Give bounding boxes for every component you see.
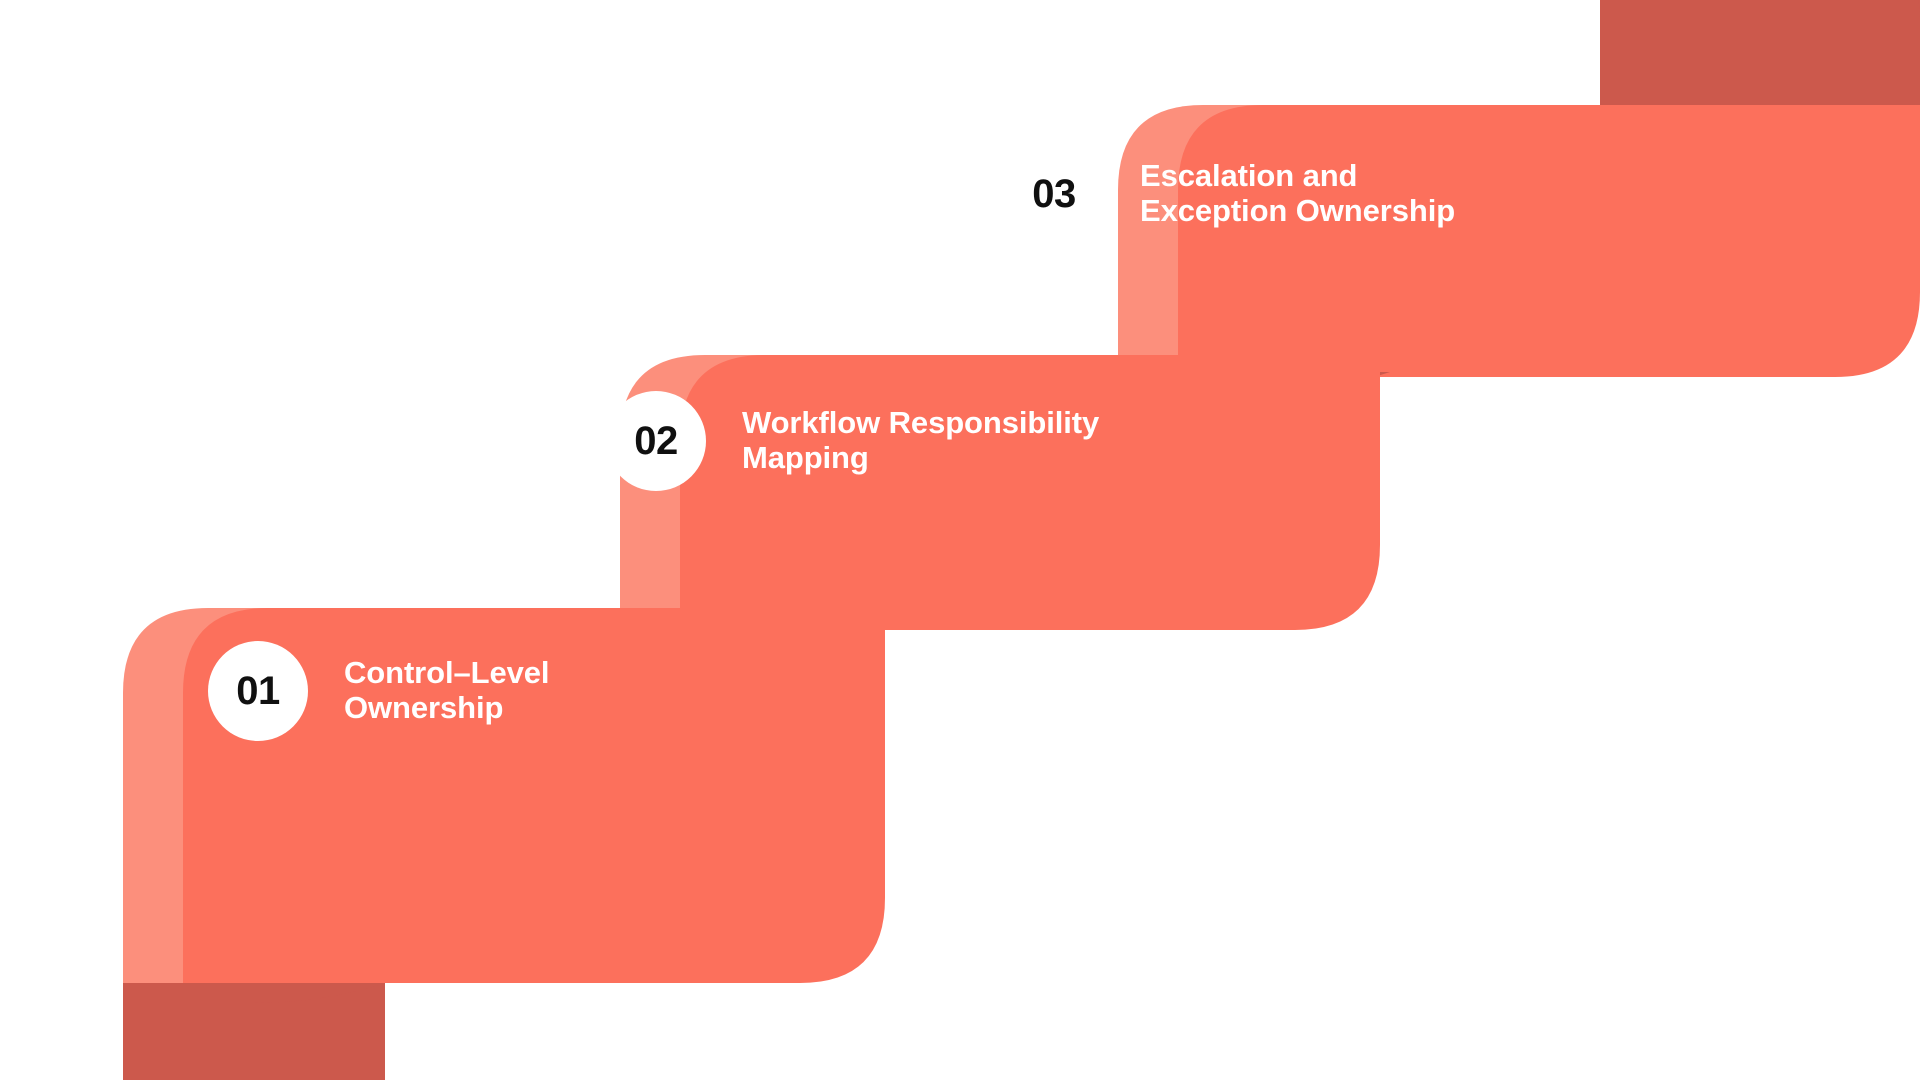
step-2-number: 02: [634, 419, 678, 463]
step-3-shadow-top: [1600, 0, 1920, 110]
step-3-badge: 03: [1004, 144, 1104, 244]
step-2-title: Workflow Responsibility Mapping: [742, 405, 1100, 475]
step-3-face: [1178, 105, 1920, 377]
step-1-base-shadow: [123, 983, 385, 1080]
step-2-face: [680, 355, 1380, 630]
step-1-number: 01: [236, 669, 280, 713]
step-1-face: [183, 608, 885, 983]
step-3-title: Escalation and Exception Ownership: [1140, 158, 1456, 228]
step-2-content[interactable]: 02 Workflow Responsibility Mapping: [606, 391, 1099, 491]
step-1-content[interactable]: 01 Control–Level Ownership: [208, 641, 550, 741]
step-3-number: 03: [1032, 172, 1076, 216]
step-2-badge: 02: [606, 391, 706, 491]
step-3-content[interactable]: 03 Escalation and Exception Ownership: [1004, 144, 1455, 244]
step-1-base-shadow-curve: [123, 983, 385, 1003]
step-1-title: Control–Level Ownership: [344, 655, 550, 725]
step-1-badge: 01: [208, 641, 308, 741]
